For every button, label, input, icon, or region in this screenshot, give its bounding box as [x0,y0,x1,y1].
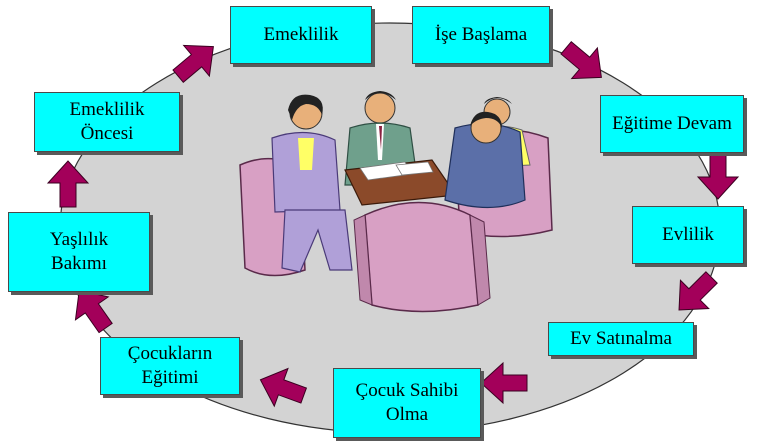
business-meeting-illustration [239,91,553,313]
cycle-arrow-icon [560,41,602,80]
cycle-arrow-icon [172,44,214,83]
stage-cocuk-sahibi-olma: Çocuk Sahibi Olma [333,368,481,438]
stage-label: Çocukların Eğitimi [127,343,213,388]
cycle-arrow-icon [678,271,718,311]
stage-label: Eğitime Devam [612,113,732,134]
stage-emeklilik-oncesi: Emeklilik Öncesi [34,92,180,152]
cycle-arrow-icon [46,160,90,208]
stage-label: Çocuk Sahibi Olma [355,380,459,425]
cycle-arrow-icon [480,361,528,405]
stage-yaslilik-bakimi: Yaşlılık Bakımı [8,212,150,292]
stage-label: Ev Satınalma [570,328,672,349]
stage-label: Yaşlılık Bakımı [49,229,109,274]
stage-ise-baslama: İşe Başlama [412,6,550,64]
stage-ev-satinalma: Ev Satınalma [548,322,694,356]
stage-label: Emeklilik [263,24,339,45]
stage-label: İşe Başlama [434,24,528,45]
stage-label: Evlilik [662,224,714,245]
cycle-arrow-icon [696,152,740,200]
stage-cocuklarin-egitimi: Çocukların Eğitimi [100,337,240,395]
stage-egitime-devam: Eğitime Devam [600,95,744,153]
stage-emeklilik: Emeklilik [230,6,372,64]
stage-label: Emeklilik Öncesi [69,99,145,144]
cycle-arrow-icon [259,367,308,408]
cycle-arrow-icon [74,289,113,334]
stage-evlilik: Evlilik [632,206,744,264]
